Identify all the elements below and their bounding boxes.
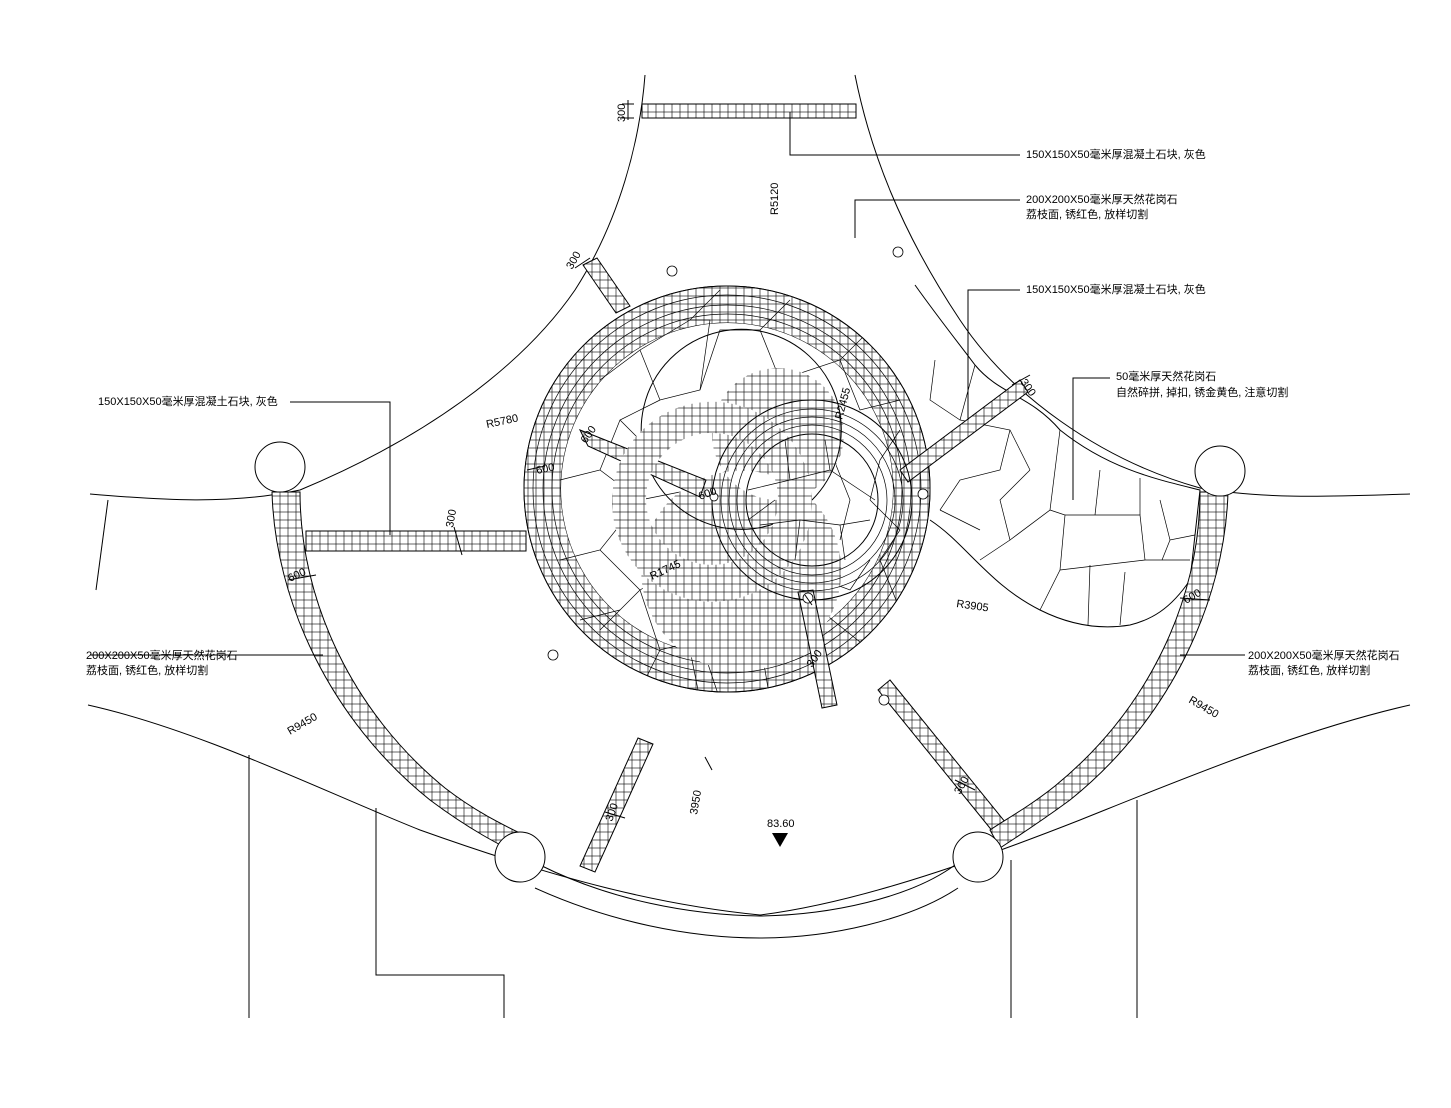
dim-r5120: R5120 — [769, 183, 781, 215]
label-granite-left-1: 200X200X50毫米厚天然花岗石 — [86, 648, 238, 662]
label-paver-concrete-left: 150X150X50毫米厚混凝土石块, 灰色 — [98, 394, 278, 408]
dim-r9450-left: R9450 — [286, 711, 320, 738]
label-granite-ring-top-2: 荔枝面, 锈红色, 放样切割 — [1026, 207, 1148, 221]
bollard-top-left — [254, 441, 306, 493]
dim-r9450-right: R9450 — [1187, 694, 1221, 721]
dim-r5780: R5780 — [485, 412, 519, 430]
elevation-triangle-icon — [772, 833, 788, 847]
label-paver-concrete-top: 150X150X50毫米厚混凝土石块, 灰色 — [1026, 147, 1206, 161]
ring-markers — [547, 246, 929, 706]
label-granite-right-1: 200X200X50毫米厚天然花岗石 — [1248, 648, 1400, 662]
center-crazy-paving — [747, 439, 876, 561]
leader-lines — [90, 112, 1245, 656]
elevation-label: 83.60 — [767, 818, 795, 830]
dim-300-lower-left: 300 — [604, 802, 622, 823]
label-granite-left-2: 荔枝面, 锈红色, 放样切割 — [86, 663, 208, 677]
annotation-texts: 150X150X50毫米厚混凝土石块, 灰色 200X200X50毫米厚天然花岗… — [86, 147, 1400, 677]
paver-spokes — [305, 257, 1029, 873]
site-boundaries — [87, 74, 1411, 1018]
dim-600-left-ring: 600 — [535, 461, 555, 477]
right-crazy-paving — [914, 284, 1201, 628]
label-paver-concrete-right: 150X150X50毫米厚混凝土石块, 灰色 — [1026, 282, 1206, 296]
label-granite-right-2: 荔枝面, 锈红色, 放样切割 — [1248, 663, 1370, 677]
label-natural-stone-2: 自然碎拼, 掉扣, 锈金黄色, 注意切割 — [1116, 385, 1288, 399]
dim-300-upper-left: 300 — [564, 250, 584, 272]
dim-3950: 3950 — [688, 789, 704, 815]
bollard-top-right — [1194, 445, 1246, 497]
dim-300-left-path: 300 — [444, 508, 459, 528]
bollard-bottom-right — [952, 831, 1004, 883]
elevation-marker: 83.60 — [767, 818, 795, 847]
label-natural-stone-1: 50毫米厚天然花岗石 — [1116, 369, 1216, 383]
bollard-bottom-left — [494, 831, 546, 883]
bollards — [254, 441, 1246, 883]
dimension-ticks — [287, 100, 1211, 819]
label-granite-ring-top-1: 200X200X50毫米厚天然花岗石 — [1026, 192, 1178, 206]
dim-r3905: R3905 — [956, 598, 990, 614]
dim-600-inner-b: 600 — [697, 485, 718, 503]
dim-300-top: 300 — [616, 104, 628, 122]
top-paver-strip — [641, 103, 857, 119]
